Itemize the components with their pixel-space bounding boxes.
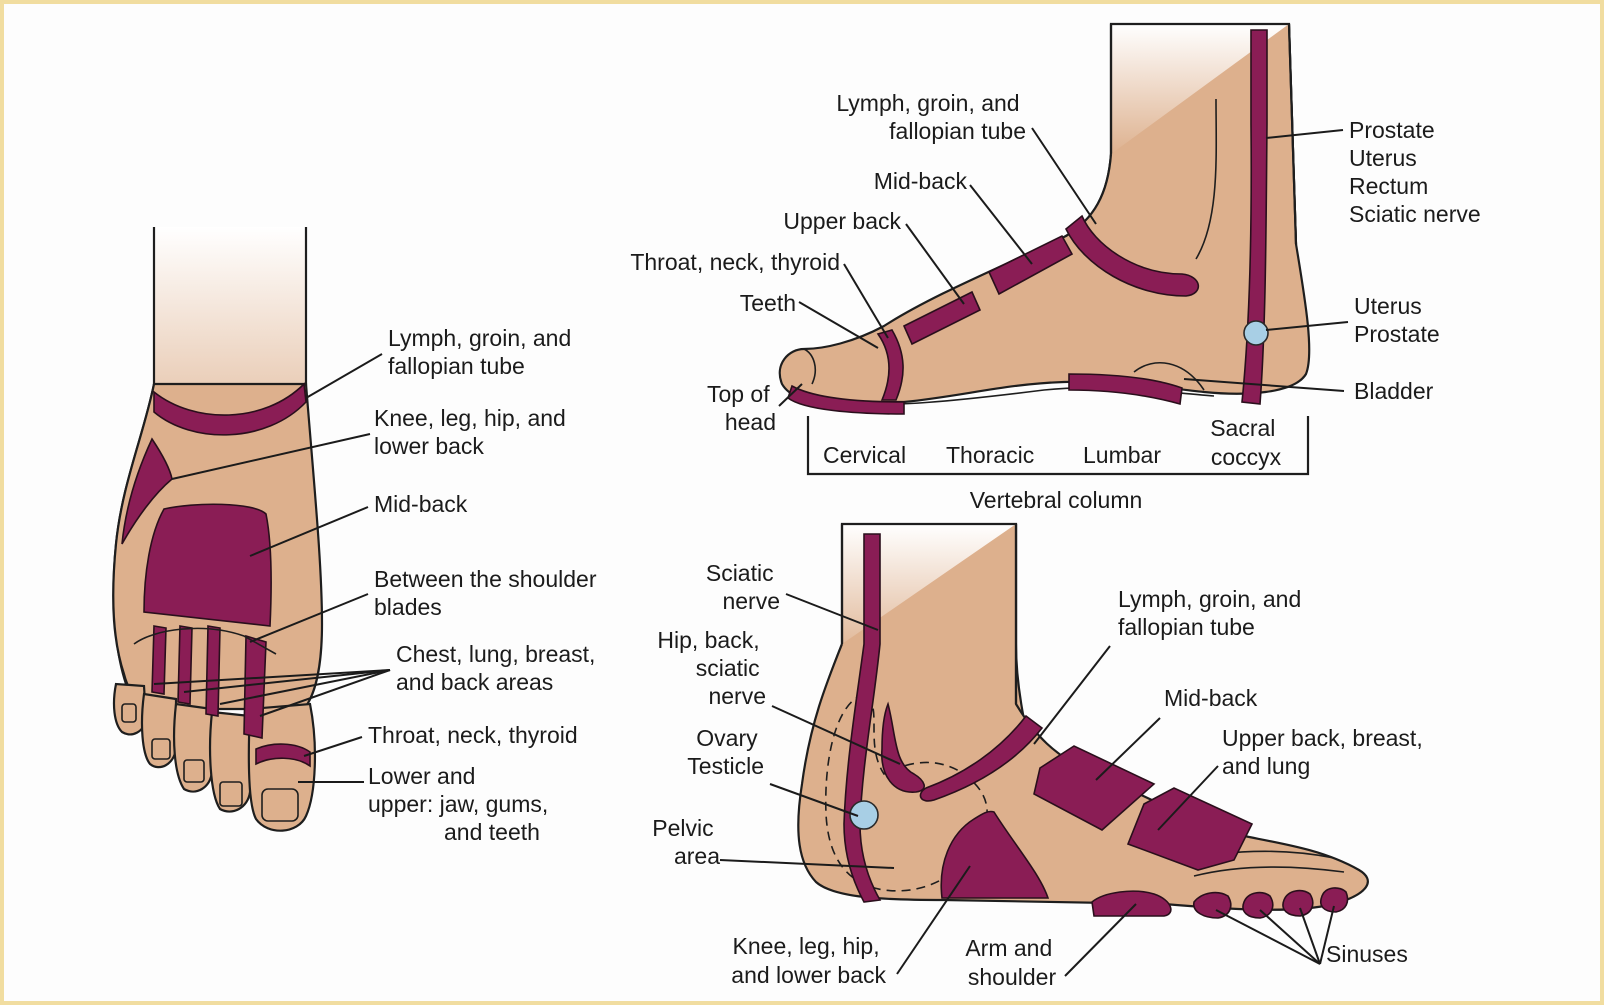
vertebral-column-title: Vertebral column — [970, 487, 1143, 513]
dorsal-label-jaw: Lower and upper: jaw, gums, and teeth — [368, 763, 555, 845]
lateral-label-hip: Hip, back, sciatic nerve — [657, 627, 766, 709]
foot-reflexology-diagram: Lymph, groin, and fallopian tube Knee, l… — [4, 4, 1600, 1001]
medial-label-bladder: Bladder — [1354, 378, 1434, 404]
lateral-label-knee: Knee, leg, hip, and lower back — [731, 933, 886, 988]
lateral-label-midback: Mid-back — [1164, 685, 1258, 711]
lateral-label-pelvic: Pelvic area — [652, 815, 720, 869]
lateral-foot-drawing — [798, 524, 1368, 918]
diagram-frame: Lymph, groin, and fallopian tube Knee, l… — [4, 4, 1600, 1001]
dorsal-label-chest: Chest, lung, breast, and back areas — [396, 641, 602, 695]
lateral-label-upperback: Upper back, breast, and lung — [1222, 725, 1429, 779]
lateral-label-lymph: Lymph, groin, and fallopian tube — [1118, 586, 1308, 640]
lateral-label-arm: Arm and shoulder — [965, 935, 1058, 990]
dorsal-labels: Lymph, groin, and fallopian tube Knee, l… — [368, 325, 603, 845]
medial-label-throat: Throat, neck, thyroid — [630, 249, 840, 275]
medial-label-upperback: Upper back — [783, 208, 901, 234]
medial-label-uterus: Uterus Prostate — [1354, 293, 1440, 347]
vertebral-label-thoracic: Thoracic — [946, 442, 1034, 468]
dorsal-label-shoulder: Between the shoulder blades — [374, 566, 603, 620]
dorsal-midback-zone — [144, 504, 271, 626]
lateral-label-sinuses: Sinuses — [1326, 941, 1408, 967]
medial-label-prostate: Prostate Uterus Rectum Sciatic nerve — [1349, 117, 1481, 227]
dorsal-label-midback: Mid-back — [374, 491, 468, 517]
dorsal-foot-drawing — [113, 227, 322, 831]
vertebral-label-cervical: Cervical — [823, 442, 906, 468]
vertebral-label-lumbar: Lumbar — [1083, 442, 1161, 468]
dorsal-label-lymph: Lymph, groin, and fallopian tube — [388, 325, 578, 379]
vertebral-label-sacral: Sacral coccyx — [1210, 415, 1282, 470]
medial-label-midback: Mid-back — [874, 168, 968, 194]
medial-label-teeth: Teeth — [740, 290, 796, 316]
medial-label-lymph: Lymph, groin, and fallopian tube — [836, 90, 1026, 144]
dorsal-label-knee: Knee, leg, hip, and lower back — [374, 405, 572, 459]
medial-uterus-gland — [1244, 321, 1268, 345]
lateral-label-sciatic: Sciatic nerve — [706, 560, 780, 614]
medial-label-tophead: Top of head — [707, 381, 776, 435]
lateral-label-ovary: Ovary Testicle — [687, 725, 764, 779]
dorsal-label-throat: Throat, neck, thyroid — [368, 722, 578, 748]
